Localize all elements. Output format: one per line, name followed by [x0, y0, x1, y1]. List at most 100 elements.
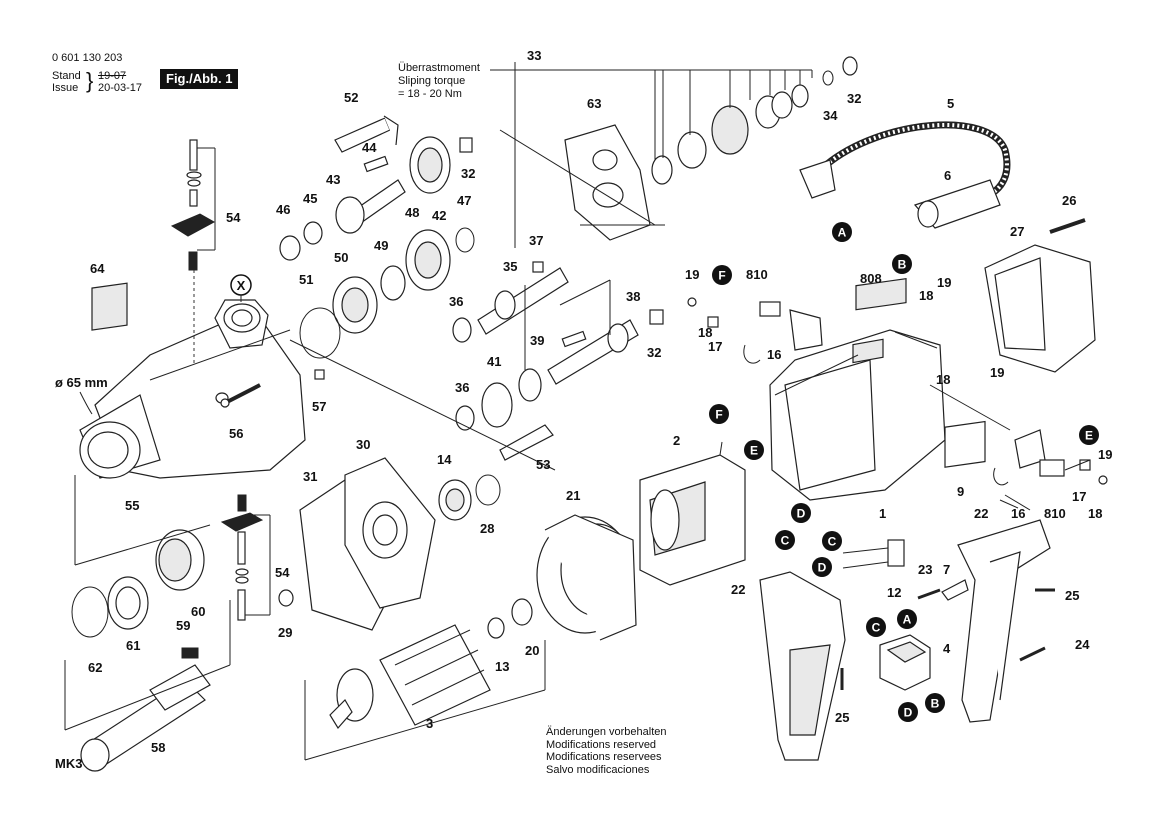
part-label: 54 [275, 565, 290, 580]
doc-number: 0 601 130 203 [52, 52, 123, 64]
mark-x: X [230, 274, 252, 302]
part-label: 61 [126, 638, 140, 653]
bearing-flange-drawing [299, 457, 436, 631]
part-label: 49 [374, 238, 388, 253]
field-ring-21-drawing [536, 514, 637, 641]
part-label: 35 [503, 259, 517, 274]
svg-text:C: C [828, 535, 837, 549]
part-label: 51 [299, 272, 313, 287]
part-label: 810 [1044, 506, 1066, 521]
torque-note: Überrastmoment Sliping torque = 18 - 20 … [398, 62, 480, 101]
part-label: 42 [432, 208, 446, 223]
modifications-note: Änderungen vorbehalten Modifications res… [546, 726, 666, 776]
svg-text:F: F [715, 408, 722, 422]
part-label: 808 [860, 271, 882, 286]
connector-a-badge-2: A [897, 609, 917, 629]
note-line-1: Änderungen vorbehalten [546, 726, 667, 738]
part-label: 24 [1075, 637, 1090, 652]
handle-22-right-drawing [957, 519, 1051, 723]
part-label: 45 [303, 191, 317, 206]
stator-2-drawing [639, 441, 746, 586]
part-label: 25 [1065, 588, 1079, 603]
part-label: 26 [1062, 193, 1076, 208]
part-labels: 1 2 3 4 5 6 7 9 12 13 14 16 16 17 17 18 … [88, 48, 1112, 755]
connector-c-badge-2: C [822, 531, 842, 551]
part-label: 39 [530, 333, 544, 348]
connector-f-badge-1: F [712, 265, 732, 285]
dimension-arrow [79, 391, 93, 415]
part-label: 19 [1098, 447, 1112, 462]
gear-housing-drawing [79, 299, 306, 479]
part-label: 22 [731, 582, 745, 597]
clutch-stack-drawing [651, 56, 858, 185]
connector-d-badge-1: D [791, 503, 811, 523]
part-label: 48 [405, 205, 419, 220]
part-label: 16 [767, 347, 781, 362]
part-label: 2 [673, 433, 680, 448]
part-label: 1 [879, 506, 886, 521]
part-label: 44 [362, 140, 377, 155]
part-label: 18 [1088, 506, 1102, 521]
part-label: 19 [937, 275, 951, 290]
screw-set-54-top [170, 139, 216, 365]
svg-text:D: D [797, 507, 806, 521]
part-label: 22 [974, 506, 988, 521]
part-label: 60 [191, 604, 205, 619]
brush-holder-left-drawing [687, 297, 823, 364]
part-label: 47 [457, 193, 471, 208]
part-label: 41 [487, 354, 501, 369]
part-label: 53 [536, 457, 550, 472]
svg-text:C: C [872, 621, 881, 635]
part-label: 18 [936, 372, 950, 387]
connector-d-badge-2: D [812, 557, 832, 577]
stand-label: Stand [52, 70, 81, 82]
part-label: 6 [944, 168, 951, 183]
issue-label: Issue [52, 82, 79, 94]
note-line-2: Modifications reserved [546, 738, 657, 751]
issue-date: 20-03-17 [98, 82, 143, 94]
part-label: 3 [426, 716, 433, 731]
torque-line-2: Sliping torque [398, 75, 466, 87]
part-label: 12 [887, 585, 901, 600]
part-label: 34 [823, 108, 838, 123]
part-label: 23 [918, 562, 932, 577]
svg-text:B: B [931, 697, 940, 711]
part-label: 63 [587, 96, 601, 111]
spindle-58-drawing [80, 647, 211, 772]
stand-date: 19-07 [98, 70, 127, 82]
connector-badges: A B F F E E D [709, 222, 1099, 722]
part-label: 28 [480, 521, 494, 536]
part-label: 9 [957, 484, 964, 499]
part-label: 20 [525, 643, 539, 658]
part-label: 25 [835, 710, 849, 725]
svg-text:E: E [1085, 429, 1093, 443]
label-plate-64 [91, 282, 128, 331]
part-label: 17 [708, 339, 722, 354]
part-label: 32 [847, 91, 861, 106]
part-label: 4 [943, 641, 951, 656]
note-line-4: Salvo modificaciones [546, 763, 650, 776]
part-label: 33 [527, 48, 541, 63]
part-label: 56 [229, 426, 243, 441]
part-label: 50 [334, 250, 348, 265]
connector-d-badge-3: D [898, 702, 918, 722]
part-label: 57 [312, 399, 326, 414]
svg-text:A: A [838, 226, 847, 240]
part-label: 16 [1011, 506, 1025, 521]
connector-b-badge-2: B [925, 693, 945, 713]
part-label: 32 [461, 166, 475, 181]
part-label: 810 [746, 267, 768, 282]
part-label: 5 [947, 96, 954, 111]
suppressor-12-drawing [842, 539, 905, 569]
gear-train-drawing [279, 115, 664, 461]
part-label: 21 [566, 488, 580, 503]
part-label: 27 [1010, 224, 1024, 239]
part-label: 18 [698, 325, 712, 340]
bearing-60-drawing [71, 529, 205, 638]
plate-63-drawing [564, 124, 651, 241]
connector-e-badge-1: E [744, 440, 764, 460]
connector-a-badge: A [832, 222, 852, 242]
svg-text:A: A [903, 613, 912, 627]
